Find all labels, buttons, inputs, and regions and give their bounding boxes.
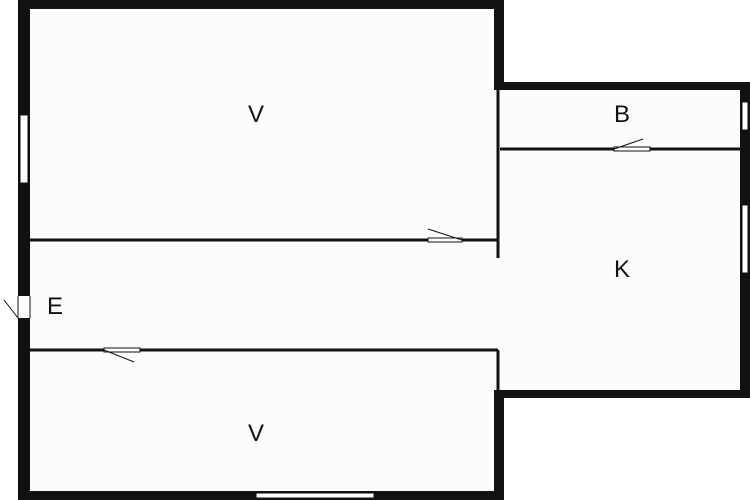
room-label-living-bottom: V — [248, 420, 264, 447]
door-entrance — [3, 296, 31, 319]
window-left — [19, 114, 29, 184]
floor-area — [20, 5, 745, 495]
room-label-bathroom: B — [614, 101, 630, 128]
window-right-lower — [741, 204, 749, 274]
window-bottom — [255, 492, 375, 499]
door-top-v — [427, 228, 463, 243]
window-right-upper — [741, 101, 749, 131]
door-bathroom — [613, 138, 651, 152]
room-labels: V B K E V — [47, 101, 630, 447]
door-bottom-v — [103, 347, 141, 363]
room-label-living-top: V — [248, 101, 264, 128]
interior-walls — [30, 88, 740, 392]
windows — [19, 101, 749, 499]
doors — [3, 138, 651, 363]
room-label-kitchen: K — [614, 256, 630, 283]
room-label-entrance: E — [47, 293, 63, 320]
